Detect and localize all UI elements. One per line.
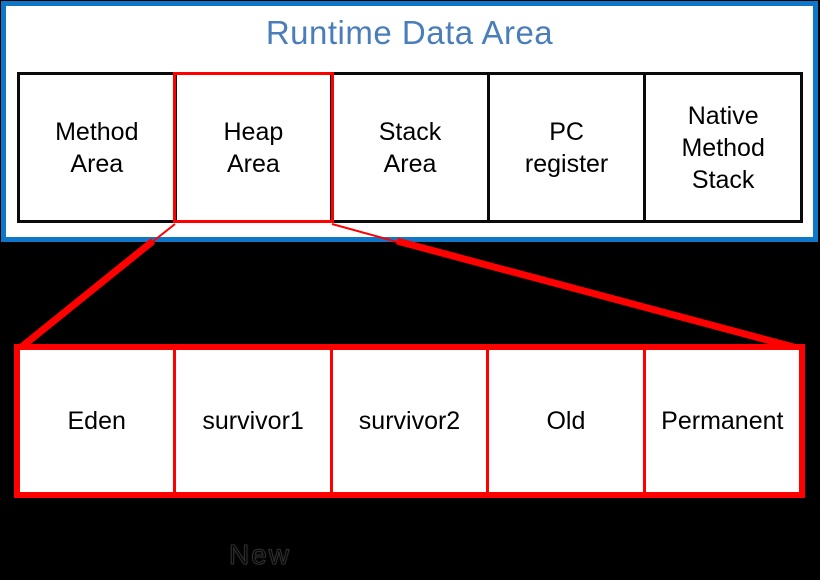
cell-native-method-stack-label: Native Method Stack bbox=[681, 101, 765, 194]
cell-heap-area: Heap Area bbox=[177, 75, 334, 220]
cell-pc-register-label: PC register bbox=[524, 117, 609, 178]
cell-stack-area-label: Stack Area bbox=[378, 117, 442, 178]
cell-eden-label: Eden bbox=[67, 406, 126, 435]
cell-permanent-label: Permanent bbox=[661, 406, 784, 435]
cell-stack-area: Stack Area bbox=[333, 75, 490, 220]
heap-detail-panel: Eden survivor1 survivor2 Old Permanent bbox=[14, 344, 805, 498]
cell-eden: Eden bbox=[20, 350, 177, 492]
cell-method-area: Method Area bbox=[20, 75, 177, 220]
cell-permanent: Permanent bbox=[646, 350, 799, 492]
cell-native-method-stack: Native Method Stack bbox=[646, 75, 800, 220]
connector-left-thick-line bbox=[16, 238, 156, 352]
new-generation-label: New bbox=[228, 539, 292, 571]
cell-survivor1-label: survivor1 bbox=[202, 406, 304, 435]
cell-heap-area-label: Heap Area bbox=[223, 117, 284, 178]
cell-old: Old bbox=[489, 350, 646, 492]
cell-pc-register: PC register bbox=[490, 75, 647, 220]
cell-survivor2: survivor2 bbox=[333, 350, 490, 492]
cell-survivor2-label: survivor2 bbox=[358, 406, 461, 435]
runtime-area-strip: Method Area Heap Area Stack Area PC regi… bbox=[17, 72, 803, 223]
cell-method-area-label: Method Area bbox=[55, 117, 139, 178]
cell-survivor1: survivor1 bbox=[176, 350, 333, 492]
cell-old-label: Old bbox=[546, 406, 586, 435]
connector-right-thick-line bbox=[396, 237, 802, 353]
diagram-title: Runtime Data Area bbox=[265, 14, 554, 51]
